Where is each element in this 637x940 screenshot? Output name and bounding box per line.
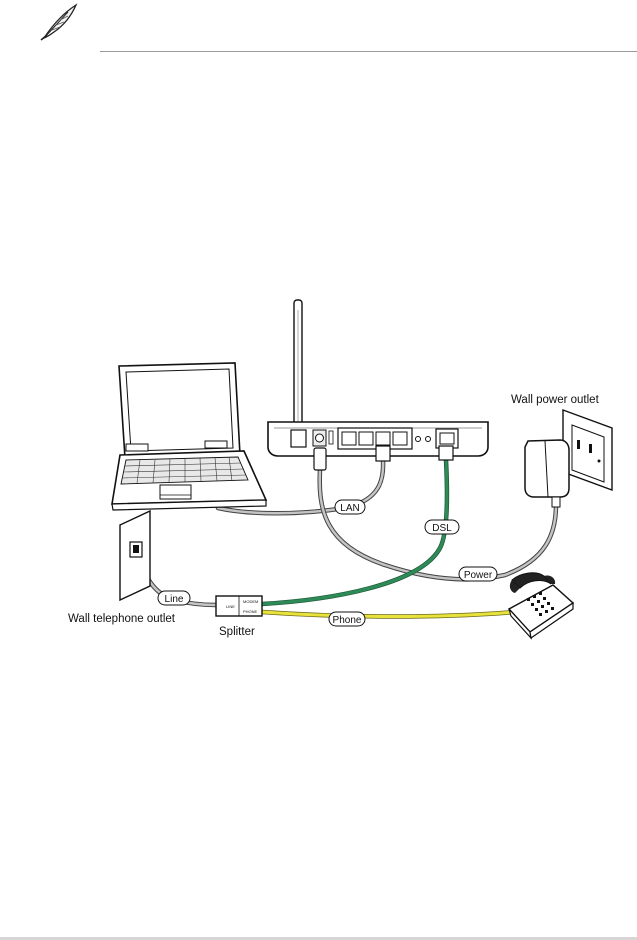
wall-power-outlet xyxy=(563,410,612,490)
line-label-text: Line xyxy=(165,594,184,605)
telephone xyxy=(509,573,573,638)
power-cable-label: Power xyxy=(459,567,497,581)
svg-text:LINE: LINE xyxy=(226,604,235,609)
power-label-text: Power xyxy=(464,570,493,581)
wireless-router xyxy=(268,300,488,470)
wall-power-outlet-label: Wall power outlet xyxy=(511,394,600,406)
dsl-label-text: DSL xyxy=(432,523,452,534)
wall-telephone-outlet-label: Wall telephone outlet xyxy=(68,613,176,625)
lan-cable-label: LAN xyxy=(335,500,365,514)
phone-label-text: Phone xyxy=(333,615,362,626)
svg-text:PHONE: PHONE xyxy=(243,609,258,614)
splitter-device: LINE MODEM PHONE xyxy=(216,596,262,616)
power-adapter xyxy=(525,440,569,507)
lan-label-text: LAN xyxy=(340,503,359,514)
dsl-cable-label: DSL xyxy=(425,520,459,534)
laptop xyxy=(112,363,266,510)
phone-cable-label: Phone xyxy=(329,612,365,626)
wall-telephone-jack xyxy=(120,511,150,600)
dsl-cable xyxy=(262,460,447,604)
svg-text:MODEM: MODEM xyxy=(243,599,258,604)
splitter-label: Splitter xyxy=(219,626,255,638)
line-cable-label: Line xyxy=(158,591,190,605)
